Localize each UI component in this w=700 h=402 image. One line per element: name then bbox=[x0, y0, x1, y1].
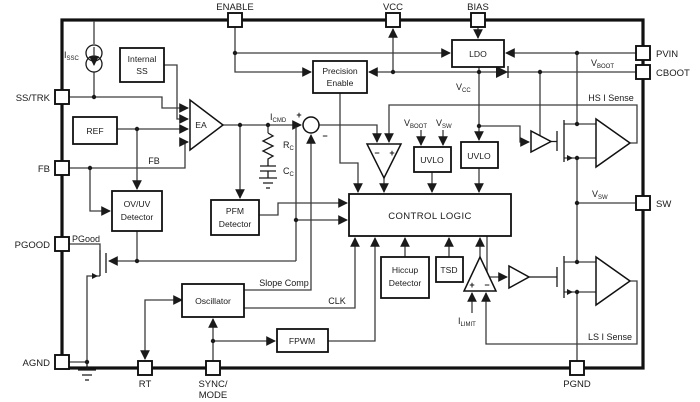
ls-fet-icon bbox=[529, 256, 573, 298]
clk-label: CLK bbox=[328, 296, 346, 306]
block-ldo: LDO bbox=[451, 39, 505, 68]
vsw-uvlo-label: VSW bbox=[436, 118, 452, 130]
pin-pgood-label: PGOOD bbox=[15, 240, 51, 251]
pin-pgnd: PGND bbox=[563, 360, 591, 390]
pin-sync-label2: MODE bbox=[199, 390, 228, 401]
block-internal-ss: Internal SS bbox=[119, 47, 165, 83]
block-ovuv-detector: OV/UV Detector bbox=[111, 190, 163, 232]
pwm-comparator: − + bbox=[365, 143, 403, 180]
ref-label: REF bbox=[86, 126, 103, 136]
compensation-network bbox=[259, 132, 277, 189]
ls-gate-driver-icon bbox=[508, 264, 531, 290]
fb-net-label: FB bbox=[148, 156, 160, 166]
error-amplifier: EA bbox=[189, 98, 225, 152]
ovuv-label1: OV/UV bbox=[124, 199, 151, 209]
pin-pgnd-label: PGND bbox=[563, 379, 591, 390]
cc-label: CC bbox=[283, 166, 295, 178]
block-hiccup-detector: Hiccup Detector bbox=[380, 256, 430, 299]
vboot-uvlo-label: VBOOT bbox=[404, 118, 427, 130]
ilimit-comparator: + − bbox=[462, 255, 498, 292]
hs-fet-icon bbox=[551, 120, 573, 162]
bootstrap-diode-icon bbox=[496, 66, 509, 78]
summing-minus: − bbox=[322, 131, 327, 141]
pin-cboot-label: CBOOT bbox=[656, 68, 690, 79]
summing-plus: + bbox=[296, 110, 301, 120]
pwm-comp-plus: + bbox=[389, 148, 394, 158]
junction-dots bbox=[84, 50, 580, 365]
vcc-net-label: VCC bbox=[456, 82, 471, 94]
hs-sense-amp-icon bbox=[595, 117, 632, 169]
pfm-label1: PFM bbox=[226, 206, 244, 216]
pin-fb-label: FB bbox=[38, 164, 50, 175]
pin-vcc-label: VCC bbox=[383, 2, 403, 13]
pin-fb: FB bbox=[38, 160, 70, 176]
pin-sync-label1: SYNC/ bbox=[198, 379, 227, 390]
pin-vcc: VCC bbox=[383, 2, 403, 28]
ilimit-minus: − bbox=[484, 280, 489, 290]
pin-bias: BIAS bbox=[467, 2, 489, 28]
block-uvlo-vcc: UVLO bbox=[460, 141, 499, 169]
pin-sw: SW bbox=[635, 195, 671, 211]
pin-enable: ENABLE bbox=[216, 2, 254, 28]
pin-pvin: PVIN bbox=[635, 45, 678, 61]
ilimit-plus: + bbox=[469, 280, 474, 290]
block-tsd: TSD bbox=[435, 256, 464, 283]
uvlo-vcc-label: UVLO bbox=[467, 151, 491, 161]
ovuv-label2: Detector bbox=[121, 212, 154, 222]
internal-ss-label2: SS bbox=[136, 66, 148, 76]
soft-start-current-source-icon bbox=[85, 44, 103, 73]
ea-label: EA bbox=[195, 120, 207, 130]
internal-ss-label1: Internal bbox=[128, 54, 157, 64]
vsw-net-label: VSW bbox=[592, 189, 608, 201]
chip-outline bbox=[60, 18, 645, 370]
block-pfm-detector: PFM Detector bbox=[210, 199, 260, 236]
ilimit-label: ILIMIT bbox=[458, 316, 476, 328]
pgood-fet-icon bbox=[92, 250, 107, 279]
pin-agnd-label: AGND bbox=[23, 358, 51, 369]
net-labels: ISSC FB ICMD RC CC VCC VBOOT VBOOT VSW V… bbox=[64, 50, 634, 342]
slope-comp-label: Slope Comp bbox=[259, 278, 309, 288]
ls-sense-amp-icon bbox=[595, 255, 632, 307]
pin-sync-mode: SYNC/ MODE bbox=[198, 360, 228, 401]
pin-cboot: CBOOT bbox=[635, 64, 690, 80]
summing-junction-icon: + − bbox=[296, 110, 327, 141]
block-precision-enable: Precision Enable bbox=[312, 60, 368, 94]
pgood-net-label: PGood bbox=[72, 234, 100, 244]
ldo-label: LDO bbox=[469, 49, 487, 59]
block-ref: REF bbox=[72, 116, 118, 145]
oscillator-label: Oscillator bbox=[195, 296, 231, 306]
uvlo-boot-label: UVLO bbox=[420, 155, 444, 165]
pin-pvin-label: PVIN bbox=[656, 49, 678, 60]
tsd-label: TSD bbox=[440, 265, 457, 275]
hs-i-sense-label: HS I Sense bbox=[588, 93, 634, 103]
hiccup-label2: Detector bbox=[389, 278, 422, 288]
issc-label: ISSC bbox=[64, 50, 80, 62]
pin-pgood: PGOOD bbox=[15, 236, 70, 252]
vboot-net-label: VBOOT bbox=[591, 58, 614, 70]
icmd-label: ICMD bbox=[270, 112, 287, 124]
pin-rt-label: RT bbox=[139, 379, 152, 390]
pin-sw-label: SW bbox=[656, 199, 671, 210]
precision-label2: Enable bbox=[327, 78, 354, 88]
hs-gate-driver-icon bbox=[530, 129, 553, 154]
pwm-comp-minus: − bbox=[374, 148, 379, 158]
hiccup-label1: Hiccup bbox=[392, 265, 418, 275]
ls-i-sense-label: LS I Sense bbox=[588, 332, 632, 342]
rc-label: RC bbox=[283, 140, 295, 152]
pin-sstrk-label: SS/TRK bbox=[16, 93, 51, 104]
pin-enable-label: ENABLE bbox=[216, 2, 254, 13]
control-logic-label: CONTROL LOGIC bbox=[388, 211, 472, 222]
agnd-ground-icon bbox=[78, 362, 96, 381]
block-oscillator: Oscillator bbox=[181, 283, 245, 318]
block-control-logic: CONTROL LOGIC bbox=[348, 193, 512, 237]
pin-bias-label: BIAS bbox=[467, 2, 489, 13]
fpwm-label: FPWM bbox=[289, 336, 315, 346]
block-uvlo-boot: UVLO bbox=[413, 146, 452, 173]
pin-rt: RT bbox=[137, 360, 153, 390]
precision-label1: Precision bbox=[322, 66, 358, 76]
pin-agnd: AGND bbox=[23, 354, 70, 370]
pin-sstrk: SS/TRK bbox=[16, 89, 70, 105]
pfm-label2: Detector bbox=[219, 219, 252, 229]
block-fpwm: FPWM bbox=[276, 328, 329, 353]
